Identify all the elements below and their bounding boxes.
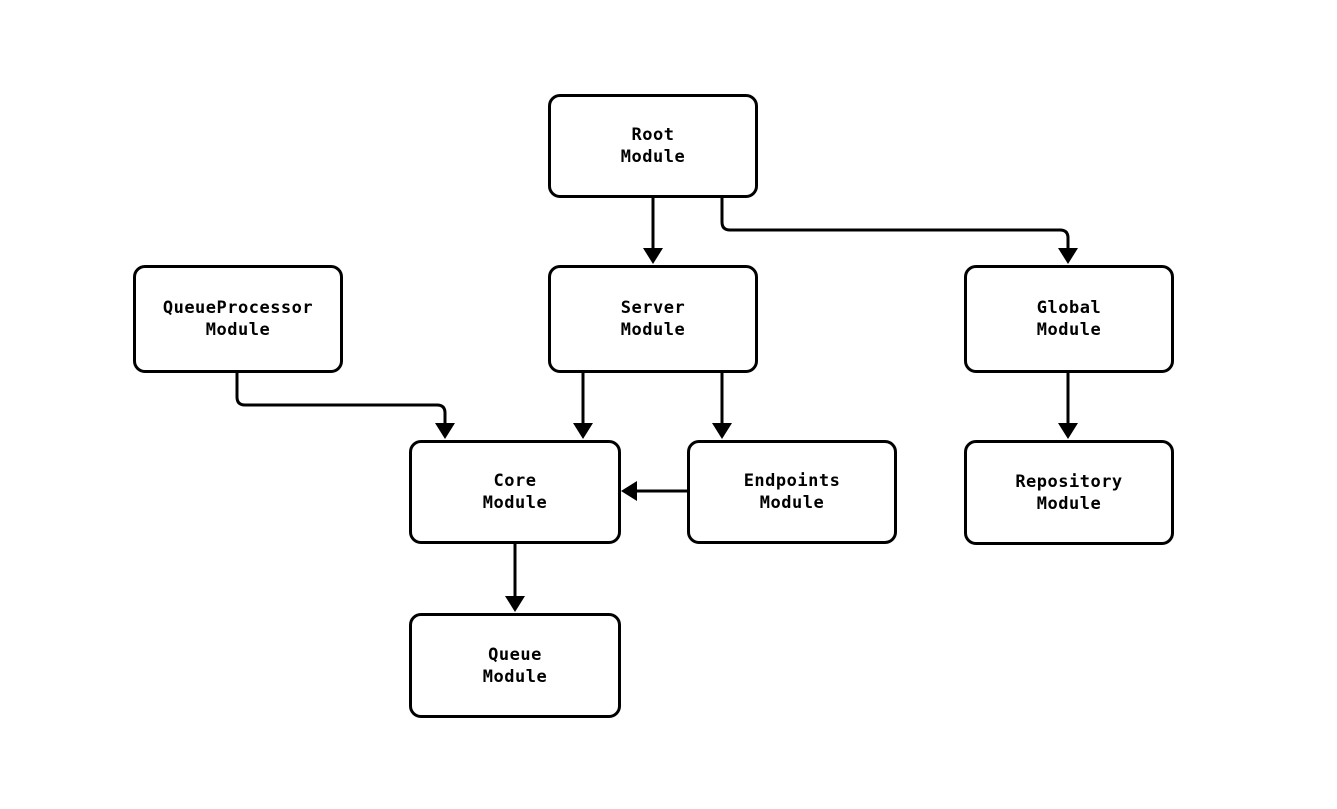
node-label-suffix: Module (1036, 493, 1102, 514)
arrowhead-core-queue (505, 596, 525, 612)
node-label-suffix: Module (205, 320, 271, 340)
edge-root-global (720, 198, 1070, 256)
arrowhead-server-core (573, 423, 593, 439)
arrowhead-server-endpoints (712, 423, 732, 439)
node-label-name: QueueProcessor (162, 298, 314, 318)
node-label-name: Root (631, 125, 675, 145)
node-label-name: Endpoints (743, 471, 841, 491)
node-label-suffix: Module (759, 493, 825, 513)
arrowhead-endpoints-core (621, 481, 637, 501)
node-label-suffix: Module (620, 147, 686, 167)
arrowhead-queueprocessor-core (435, 423, 455, 439)
arrowhead-global-repository (1058, 423, 1078, 439)
node-label-name: Repository (1015, 471, 1123, 492)
node-label-suffix: Module (482, 493, 548, 513)
node-label-name: Core (493, 471, 537, 491)
node-label-name: Server (620, 298, 686, 318)
node-label-suffix: Module (482, 666, 548, 687)
arrowhead-root-global (1058, 248, 1078, 264)
edge-queueprocessor-core (235, 373, 447, 431)
node-label-suffix: Module (620, 320, 686, 340)
node-label-name: Queue (488, 644, 542, 665)
node-label-name: Global (1036, 298, 1102, 318)
node-label-suffix: Module (1036, 320, 1102, 340)
arrowhead-root-server (643, 248, 663, 264)
